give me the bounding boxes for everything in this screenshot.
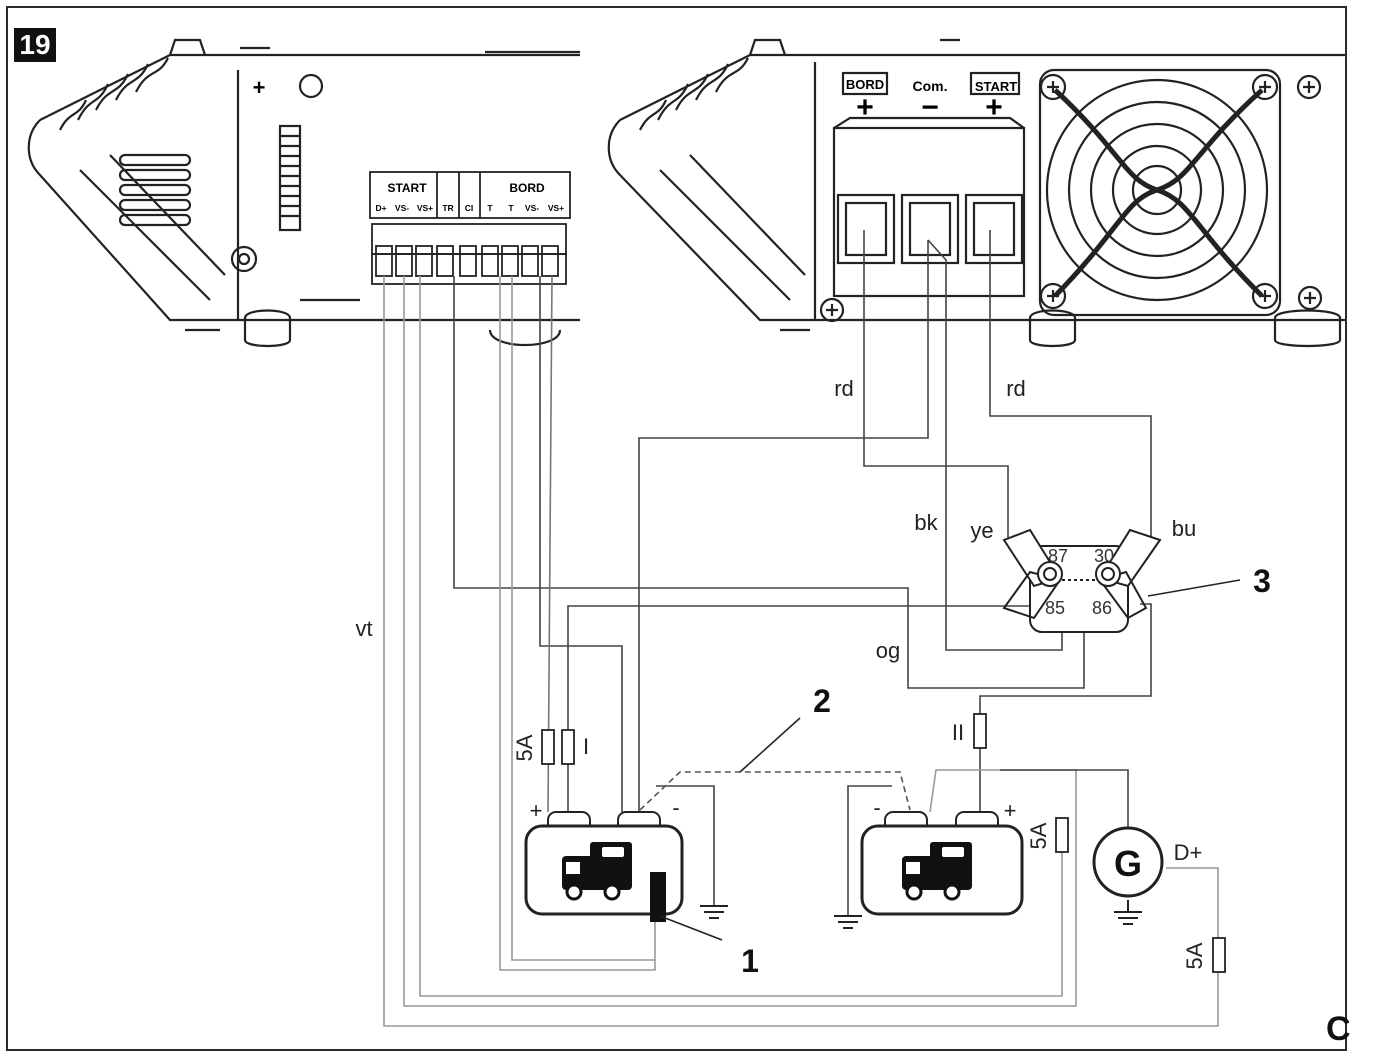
- relay-pin: 85: [1045, 598, 1065, 618]
- relay-pin-labels: 87 30 85 86: [1045, 546, 1114, 618]
- pin-label: VS-: [525, 203, 539, 213]
- start-group-label: START: [387, 181, 427, 195]
- wire-label: rd: [1006, 376, 1026, 401]
- bord-terminal-label: BORD: [846, 77, 884, 92]
- pin-label: VS+: [417, 203, 433, 213]
- callout-2-dashed-wire: [639, 771, 911, 811]
- bord-group-label: BORD: [509, 181, 545, 195]
- generator-icon: [1092, 826, 1164, 898]
- fuse-rating: 5A: [512, 734, 537, 761]
- pin-label: T: [487, 203, 493, 213]
- start-terminal-label: START: [975, 79, 1017, 94]
- com-terminal-label: Com.: [913, 78, 948, 94]
- callout-leaders: [659, 579, 1241, 941]
- pin-label: VS-: [395, 203, 409, 213]
- wire-label: bk: [914, 510, 938, 535]
- right-terminal-labels: BORD Com. START + − +: [846, 77, 1017, 124]
- fuses: [541, 713, 1226, 973]
- callout-number: 3: [1253, 563, 1271, 599]
- wire-label: og: [876, 638, 900, 663]
- relay-pin: 30: [1094, 546, 1114, 566]
- wire-label: rd: [834, 376, 854, 401]
- leisure-battery-plus: +: [1004, 798, 1017, 823]
- starter-battery: [524, 811, 684, 922]
- fuse-rating: 5A: [1182, 942, 1207, 969]
- fuse-id: II: [952, 720, 964, 745]
- left-unit: [27, 38, 580, 348]
- com-terminal-sign: −: [921, 91, 939, 124]
- right-unit: [607, 38, 1345, 348]
- generator-symbol: G: [1114, 843, 1142, 884]
- pin-label: CI: [465, 203, 474, 213]
- wire-labels: rd rd bk ye bu og vt: [355, 376, 1196, 663]
- generator-terminal-label: D+: [1174, 840, 1203, 865]
- relay-pin: 87: [1048, 546, 1068, 566]
- pin-label: T: [508, 203, 514, 213]
- ground-symbols: [700, 900, 1142, 929]
- wire-label: vt: [355, 616, 372, 641]
- fuse-id: I: [583, 734, 589, 759]
- starter-battery-minus: -: [672, 795, 679, 820]
- starter-battery-plus: +: [530, 798, 543, 823]
- figure-number: 19: [14, 28, 56, 62]
- callout-number: 2: [813, 683, 831, 719]
- start-terminal-sign: +: [985, 91, 1003, 124]
- sensor-block: [650, 872, 666, 922]
- callout-number: 1: [741, 943, 759, 979]
- bord-terminal-sign: +: [856, 91, 874, 124]
- callout-numbers: 1 2 3: [741, 563, 1271, 979]
- relay: [1002, 528, 1162, 633]
- relay-pin: 86: [1092, 598, 1112, 618]
- wire-label: ye: [970, 518, 993, 543]
- leisure-battery: [860, 811, 1024, 916]
- figure-frame: [6, 6, 1347, 1051]
- figure-variant-letter: C: [1326, 1010, 1351, 1048]
- fuse-rating: 5A: [1026, 822, 1051, 849]
- wire-label: bu: [1172, 516, 1196, 541]
- pin-label: VS+: [548, 203, 564, 213]
- plus-sign-label: +: [253, 75, 266, 100]
- pin-labels: D+ VS- VS+ TR CI T T VS- VS+: [375, 203, 564, 213]
- leisure-battery-minus: -: [873, 795, 880, 820]
- pin-label: D+: [375, 203, 386, 213]
- pin-label: TR: [442, 203, 453, 213]
